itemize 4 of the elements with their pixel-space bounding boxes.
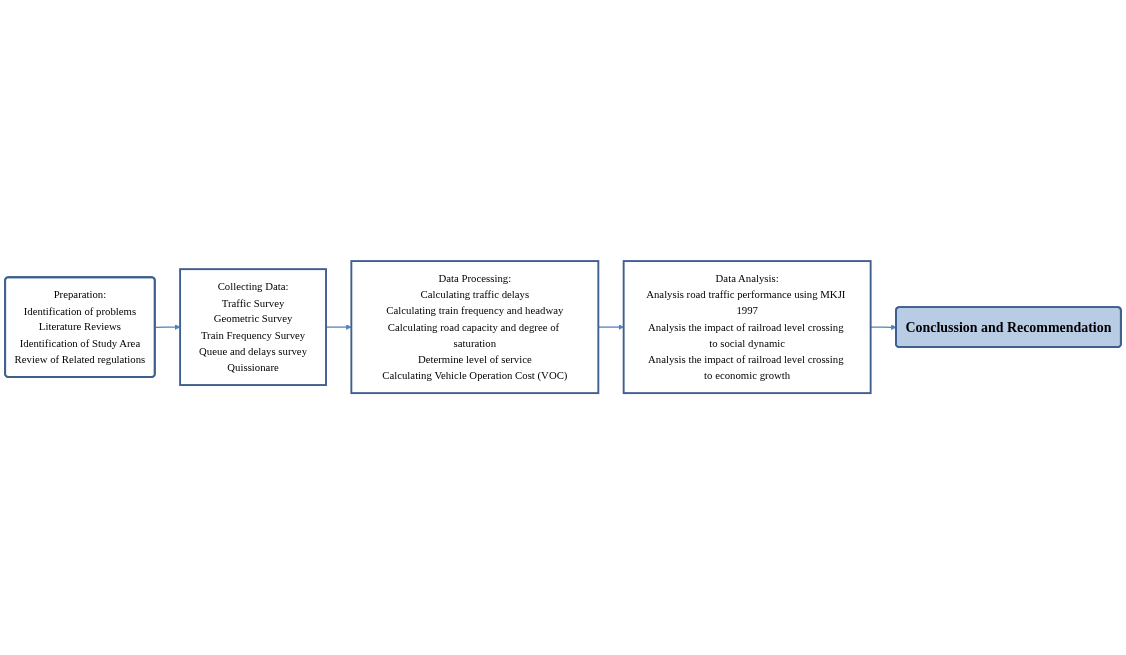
node-box: Data Processing: Calculating traffic delays Calculating train frequency and headway Calculating road capacity and degree of saturation Determine level of service Calculating Vehicle Operation Cost (VOC) xyxy=(350,260,600,395)
arrow xyxy=(154,324,181,331)
node-box: Data Analysis: Analysis road traffic performance using MKJI 1997 Analysis the impact of railroad level crossing to social dynamic Analysis the impact of railroad level crossing to economic growth xyxy=(622,260,872,395)
node-box: Collecting Data: Traffic Survey Geometric Survey Train Frequency Survey Queue and delays survey Quissionare xyxy=(179,268,327,387)
